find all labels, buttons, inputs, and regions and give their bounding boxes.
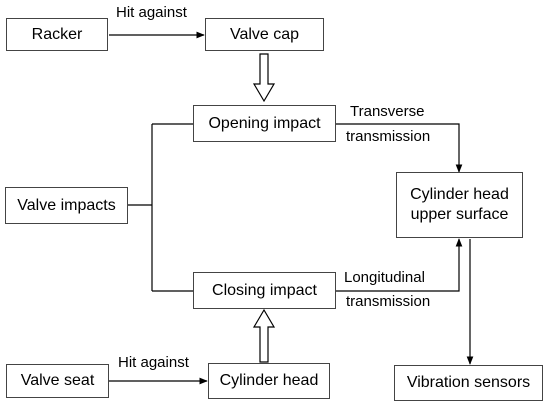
node-cylinder-head-upper-surface: Cylinder head upper surface (396, 172, 523, 238)
node-upper-surface-line2: upper surface (410, 206, 509, 223)
node-closing-impact: Closing impact (193, 272, 336, 309)
edge-label-transverse-transmission: transmission (346, 128, 431, 145)
edge-label-hit-against-top: Hit against (116, 4, 187, 21)
node-valve-cap-label: Valve cap (229, 25, 300, 43)
edge-label-hit-against-bottom: Hit against (118, 354, 189, 371)
node-closing-impact-label: Closing impact (212, 281, 317, 299)
node-cylinder-head-label: Cylinder head (219, 372, 319, 389)
node-opening-impact-label: Opening impact (208, 114, 321, 132)
node-upper-surface-line1: Cylinder head (410, 186, 509, 203)
node-racker-label: Racker (31, 25, 83, 43)
node-valve-impacts-label: Valve impacts (17, 196, 116, 214)
edge-label-longitudinal: Longitudinal (344, 269, 425, 286)
arrow-closing-to-upper-surface (336, 238, 463, 292)
hollow-arrow-down (252, 53, 276, 103)
node-valve-seat-label: Valve seat (20, 372, 95, 389)
edge-label-longitudinal-transmission: transmission (346, 293, 431, 310)
node-vibration-sensors: Vibration sensors (394, 365, 543, 401)
node-valve-cap: Valve cap (205, 18, 324, 51)
node-racker: Racker (6, 18, 108, 51)
node-vibration-sensors-label: Vibration sensors (406, 374, 531, 391)
node-valve-impacts: Valve impacts (5, 187, 128, 224)
hollow-arrow-up (252, 308, 276, 363)
arrow-opening-to-upper-surface (336, 123, 463, 173)
edge-label-transverse: Transverse (350, 103, 425, 120)
node-cylinder-head: Cylinder head (208, 363, 330, 399)
node-opening-impact: Opening impact (193, 105, 336, 142)
node-valve-seat: Valve seat (6, 364, 109, 398)
